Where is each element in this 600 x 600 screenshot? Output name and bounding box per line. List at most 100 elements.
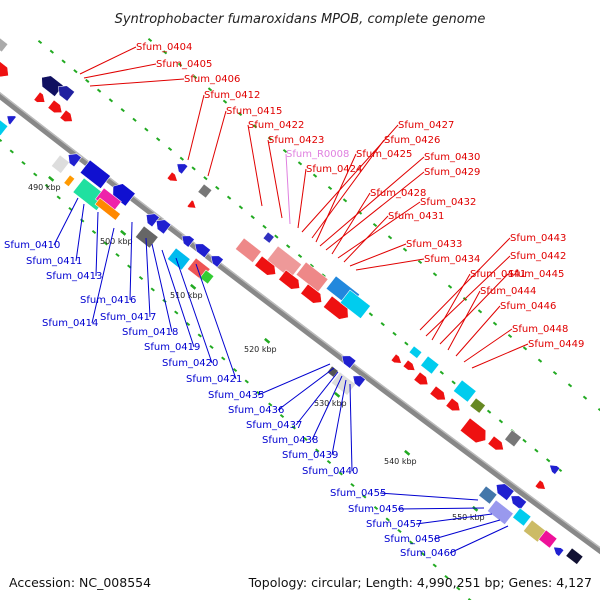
feat-q-shape xyxy=(63,174,76,187)
reverse-leader-11 xyxy=(277,367,335,411)
forward-gene-label-0: Sfum_0404 xyxy=(136,42,192,53)
scale-tick-label: 500 kbp xyxy=(100,237,133,246)
feat-at-shape xyxy=(429,385,446,401)
feat-s-shape xyxy=(166,171,178,182)
forward-leader-23 xyxy=(447,290,481,351)
reverse-gene-label-7: Sfum_0419 xyxy=(144,342,200,353)
feat-ao xyxy=(408,345,423,359)
feat-av-shape xyxy=(453,379,477,403)
forward-gene-label-9: Sfum_0427 xyxy=(398,120,454,131)
forward-leader-7 xyxy=(285,153,291,225)
inner-guide-track xyxy=(0,137,473,600)
guide-dot xyxy=(177,62,183,67)
reverse-gene-label-14: Sfum_0439 xyxy=(282,450,338,461)
forward-leader-17 xyxy=(349,243,407,267)
reverse-leader-18 xyxy=(415,513,493,525)
guide-dot xyxy=(250,215,255,220)
guide-dot xyxy=(209,344,214,350)
guide-dot xyxy=(85,78,90,83)
forward-leader-8 xyxy=(297,168,307,229)
scale-tick-mark xyxy=(404,449,411,456)
feat-bn-shape xyxy=(553,546,565,557)
feat-ay xyxy=(487,435,504,451)
feat-aw-shape xyxy=(469,397,486,414)
guide-dot xyxy=(91,229,97,235)
feat-k xyxy=(68,153,82,168)
feat-bh xyxy=(496,483,515,501)
feat-v xyxy=(146,213,160,228)
forward-gene-label-18: Sfum_0434 xyxy=(424,254,480,265)
forward-gene-label-6: Sfum_0423 xyxy=(268,135,324,146)
guide-dot xyxy=(372,222,378,228)
forward-leader-18 xyxy=(355,258,425,271)
reverse-leader-12 xyxy=(295,371,339,426)
feat-s xyxy=(166,171,178,182)
backbone-arc xyxy=(0,92,600,555)
forward-gene-label-21: Sfum_0441 xyxy=(470,269,526,280)
feat-az-shape xyxy=(504,429,522,448)
feat-af xyxy=(262,231,275,244)
feat-b xyxy=(0,59,9,78)
guide-dot xyxy=(56,195,61,200)
reverse-gene-label-9: Sfum_0421 xyxy=(186,374,242,385)
feat-ak xyxy=(300,283,322,304)
feat-bm-shape xyxy=(538,529,558,549)
feat-ar-shape xyxy=(402,359,416,371)
forward-leader-5 xyxy=(247,124,263,207)
forward-gene-label-13: Sfum_0429 xyxy=(424,167,480,178)
guide-dot xyxy=(315,448,320,453)
feat-v-shape xyxy=(146,213,160,228)
feat-f-shape xyxy=(47,99,63,114)
feat-ad-shape xyxy=(210,255,224,268)
backbone-highlight xyxy=(0,91,600,549)
guide-dot xyxy=(192,74,198,80)
feat-a xyxy=(0,37,9,53)
reverse-leader-15 xyxy=(349,383,353,472)
forward-gene-label-7: Sfum_R0008 xyxy=(286,149,349,160)
guide-dot xyxy=(546,458,551,463)
guide-dot xyxy=(244,379,249,384)
forward-gene-label-24: Sfum_0446 xyxy=(500,301,556,312)
forward-leader-3 xyxy=(187,94,205,161)
reverse-leader-13 xyxy=(311,375,343,441)
guide-dot xyxy=(9,149,14,154)
scale-tick-mark xyxy=(472,505,479,512)
guide-dot xyxy=(326,459,332,465)
feat-l-shape xyxy=(79,159,111,189)
guide-dot xyxy=(282,148,288,154)
guide-dot xyxy=(534,448,539,453)
feat-bo-shape xyxy=(565,547,584,565)
guide-dot xyxy=(338,471,343,476)
feat-aa xyxy=(167,247,191,271)
feat-ai xyxy=(254,255,276,276)
guide-dot xyxy=(120,108,125,113)
forward-gene-label-2: Sfum_0406 xyxy=(184,74,240,85)
feat-as-shape xyxy=(413,371,429,386)
guide-dot xyxy=(252,124,258,129)
guide-dot xyxy=(49,49,54,54)
forward-gene-label-22: Sfum_0445 xyxy=(508,269,564,280)
guide-dot xyxy=(420,551,426,557)
feat-p-shape xyxy=(94,197,121,221)
feat-an-shape xyxy=(339,289,371,319)
gene-labels: Sfum_0404Sfum_0405Sfum_0406Sfum_0412Sfum… xyxy=(4,42,584,559)
forward-gene-label-3: Sfum_0412 xyxy=(204,90,260,101)
guide-dot xyxy=(197,333,202,338)
genome-backbone xyxy=(0,91,600,555)
forward-leader-0 xyxy=(79,46,137,75)
guide-dot xyxy=(404,341,409,346)
guide-dot xyxy=(103,241,108,246)
feat-u-shape xyxy=(186,199,197,209)
guide-dot xyxy=(537,358,543,363)
guide-dot xyxy=(397,528,402,534)
reverse-leader-7 xyxy=(161,249,195,348)
guide-dot xyxy=(291,425,296,430)
feat-q xyxy=(63,174,76,187)
feat-g xyxy=(59,109,73,122)
forward-leader-12 xyxy=(319,156,425,247)
forward-leader-1 xyxy=(83,63,157,79)
guide-dot xyxy=(380,322,385,327)
feat-k-shape xyxy=(68,153,82,168)
reverse-gene-label-12: Sfum_0437 xyxy=(246,420,302,431)
forward-leader-25 xyxy=(463,328,513,363)
